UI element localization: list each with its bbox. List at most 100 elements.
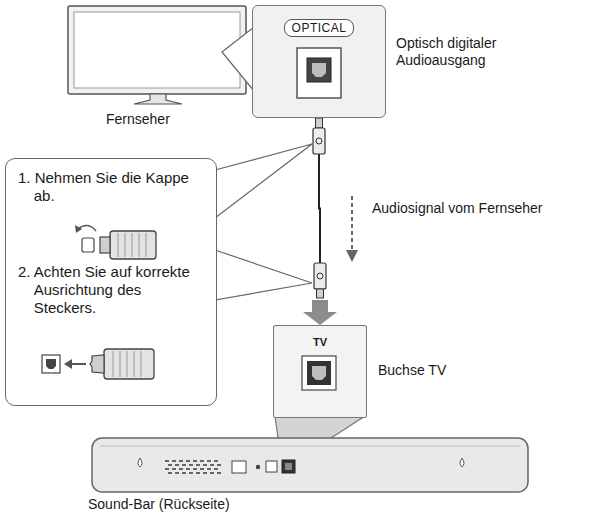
grill-slot bbox=[207, 460, 211, 462]
sound-bar bbox=[232, 461, 246, 473]
grill-slot bbox=[196, 472, 200, 474]
sound-bar bbox=[256, 465, 260, 469]
jack-label: TV bbox=[274, 336, 366, 349]
grill-slot bbox=[168, 472, 172, 474]
grill-slot bbox=[165, 468, 169, 470]
sound-bar bbox=[460, 458, 464, 467]
port-label: OPTICAL bbox=[284, 19, 355, 37]
cap-removal-drawing bbox=[75, 225, 156, 259]
grill-slot bbox=[193, 460, 197, 462]
plug-callout-wedge bbox=[215, 144, 312, 300]
tv-jack-drawing bbox=[312, 366, 326, 380]
optical-port-drawing bbox=[307, 58, 331, 82]
grill-slot bbox=[179, 468, 183, 470]
optical-port-callout: OPTICAL bbox=[252, 5, 386, 118]
cap-removal-drawing bbox=[139, 233, 140, 257]
optical-port-drawing bbox=[312, 63, 326, 77]
tv-jack-drawing bbox=[302, 356, 336, 390]
grill-slot bbox=[207, 468, 211, 470]
tv-jack-callout: TV bbox=[273, 325, 367, 418]
optical-cable bbox=[314, 263, 326, 289]
instruction-step: 2. Achten Sie auf korrekte Ausrichtung d… bbox=[18, 263, 206, 317]
grill-slot bbox=[172, 468, 176, 470]
instruction-box: 1. Nehmen Sie die Kappe ab. 2. Achten Sie… bbox=[5, 158, 217, 406]
sound-bar bbox=[266, 461, 277, 472]
grill-slot bbox=[172, 460, 176, 462]
grill-slot bbox=[182, 464, 186, 466]
sound-bar bbox=[92, 438, 528, 492]
sound-bar bbox=[285, 463, 292, 470]
annotation-label: Buchse TV bbox=[378, 362, 498, 379]
grill-slot bbox=[200, 468, 204, 470]
audio-direction-arrow bbox=[351, 196, 353, 252]
grill-slot bbox=[175, 472, 179, 474]
grill-slot bbox=[189, 464, 193, 466]
tv-jack-drawing bbox=[307, 361, 331, 385]
cap-removal-drawing bbox=[125, 233, 126, 257]
cap-removal-drawing bbox=[132, 233, 133, 257]
instruction-step: 1. Nehmen Sie die Kappe ab. bbox=[18, 169, 204, 205]
grill-slot bbox=[168, 464, 172, 466]
sound-bar bbox=[100, 446, 520, 447]
television bbox=[68, 6, 246, 104]
plug-insertion-drawing bbox=[141, 351, 142, 377]
sound-bar bbox=[92, 438, 528, 492]
optical-cable bbox=[313, 128, 325, 154]
sound-bar bbox=[282, 460, 295, 473]
cap-removal-drawing bbox=[110, 231, 156, 259]
speaker-grill bbox=[165, 460, 221, 474]
optical-cable bbox=[303, 118, 337, 325]
grill-slot bbox=[203, 472, 207, 474]
optical-cable bbox=[303, 312, 337, 325]
cap-removal-drawing bbox=[118, 233, 119, 257]
cap-removal-drawing bbox=[75, 225, 82, 233]
plug-insertion-drawing bbox=[113, 351, 114, 377]
plug-insertion-drawing bbox=[134, 351, 135, 377]
plug-insertion-drawing bbox=[46, 359, 56, 369]
annotation-label: Fernseher bbox=[106, 111, 206, 128]
plug-insertion-drawing bbox=[42, 355, 60, 373]
grill-slot bbox=[217, 464, 221, 466]
plug-insertion-drawing bbox=[104, 349, 154, 379]
sound-bar bbox=[138, 458, 142, 467]
grill-slot bbox=[210, 464, 214, 466]
television bbox=[134, 94, 182, 104]
television bbox=[74, 12, 240, 88]
grill-slot bbox=[165, 460, 169, 462]
plug-insertion-drawing bbox=[120, 351, 121, 377]
optical-cable bbox=[312, 300, 328, 313]
grill-slot bbox=[214, 460, 218, 462]
plug-callout-wedge bbox=[215, 144, 312, 218]
cap-removal-drawing bbox=[100, 237, 110, 253]
plug-callout-wedge bbox=[215, 250, 312, 300]
annotation-label: Sound-Bar (Rückseite) bbox=[88, 496, 308, 513]
optical-cable bbox=[316, 118, 323, 128]
grill-slot bbox=[179, 460, 183, 462]
plug-insertion-drawing bbox=[90, 355, 104, 373]
optical-cable bbox=[317, 289, 324, 298]
grill-slot bbox=[189, 472, 193, 474]
cap-removal-drawing bbox=[78, 225, 96, 231]
grill-slot bbox=[193, 468, 197, 470]
optical-cable bbox=[317, 273, 323, 279]
optical-cable bbox=[316, 138, 322, 144]
cap-removal-drawing bbox=[82, 238, 94, 252]
grill-slot bbox=[196, 464, 200, 466]
grill-slot bbox=[175, 464, 179, 466]
audio-direction-arrow bbox=[346, 196, 358, 262]
annotation-label: Optisch digitaler Audioausgang bbox=[396, 35, 556, 69]
grill-slot bbox=[203, 464, 207, 466]
grill-slot bbox=[210, 472, 214, 474]
grill-slot bbox=[182, 472, 186, 474]
plug-insertion-drawing bbox=[70, 363, 86, 365]
grill-slot bbox=[214, 468, 218, 470]
optical-cable bbox=[319, 154, 320, 263]
plug-insertion-drawing bbox=[64, 359, 72, 369]
grill-slot bbox=[186, 460, 190, 462]
cap-removal-drawing bbox=[146, 233, 147, 257]
grill-slot bbox=[217, 472, 221, 474]
annotation-label: Audiosignal vom Fernseher bbox=[372, 200, 594, 217]
audio-direction-arrow bbox=[346, 250, 358, 262]
plug-insertion-drawing bbox=[127, 351, 128, 377]
